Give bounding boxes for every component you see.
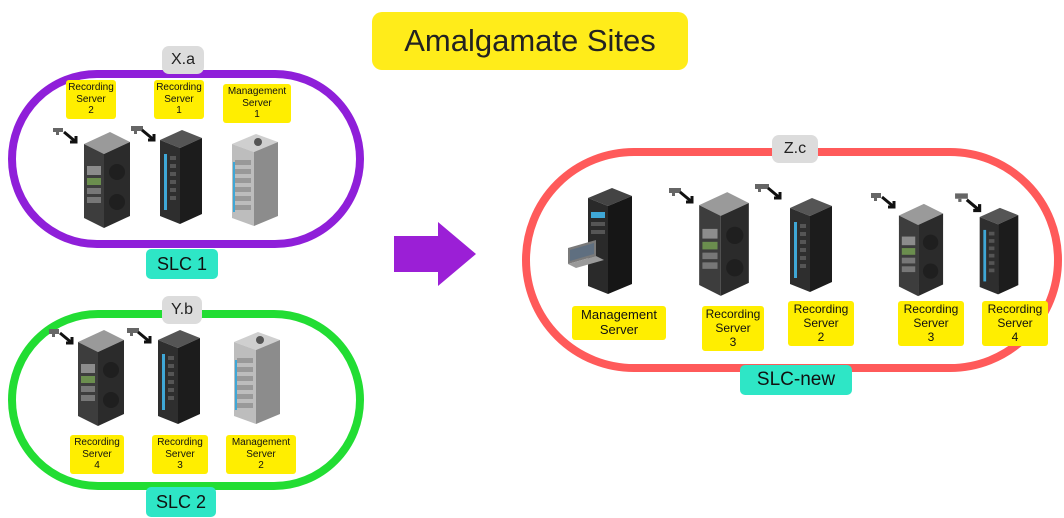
camera-arrow-icon (127, 328, 152, 344)
merge-arrow-icon (394, 222, 476, 286)
tower-server-icon (78, 330, 124, 426)
tower-server-icon (898, 203, 944, 297)
camera-arrow-icon (669, 188, 694, 204)
rack-server-icon (790, 198, 832, 292)
diagram-title: Amalgamate Sites (372, 12, 688, 70)
camera-arrow-icon (955, 193, 982, 213)
white-server-icon (232, 134, 278, 226)
tower-server-icon (699, 192, 749, 296)
site-y-id: Y.b (162, 296, 202, 324)
rack-server-icon (160, 130, 202, 224)
camera-arrow-icon (53, 128, 78, 144)
rack-server-icon (158, 330, 200, 424)
camera-arrow-icon (755, 184, 782, 200)
site-x-id: X.a (162, 46, 204, 74)
tower-server-icon (84, 132, 130, 228)
site-z-slc: SLC-new (740, 365, 852, 395)
rack-server-icon (979, 207, 1019, 295)
console-server-icon (568, 188, 632, 294)
camera-arrow-icon (131, 126, 156, 142)
camera-arrow-icon (871, 193, 896, 209)
camera-arrow-icon (49, 329, 74, 345)
site-x-ring (8, 70, 364, 248)
white-server-icon (234, 332, 280, 424)
site-x-slc: SLC 1 (146, 249, 218, 279)
site-z-id: Z.c (772, 135, 818, 163)
site-y-slc: SLC 2 (146, 487, 216, 517)
